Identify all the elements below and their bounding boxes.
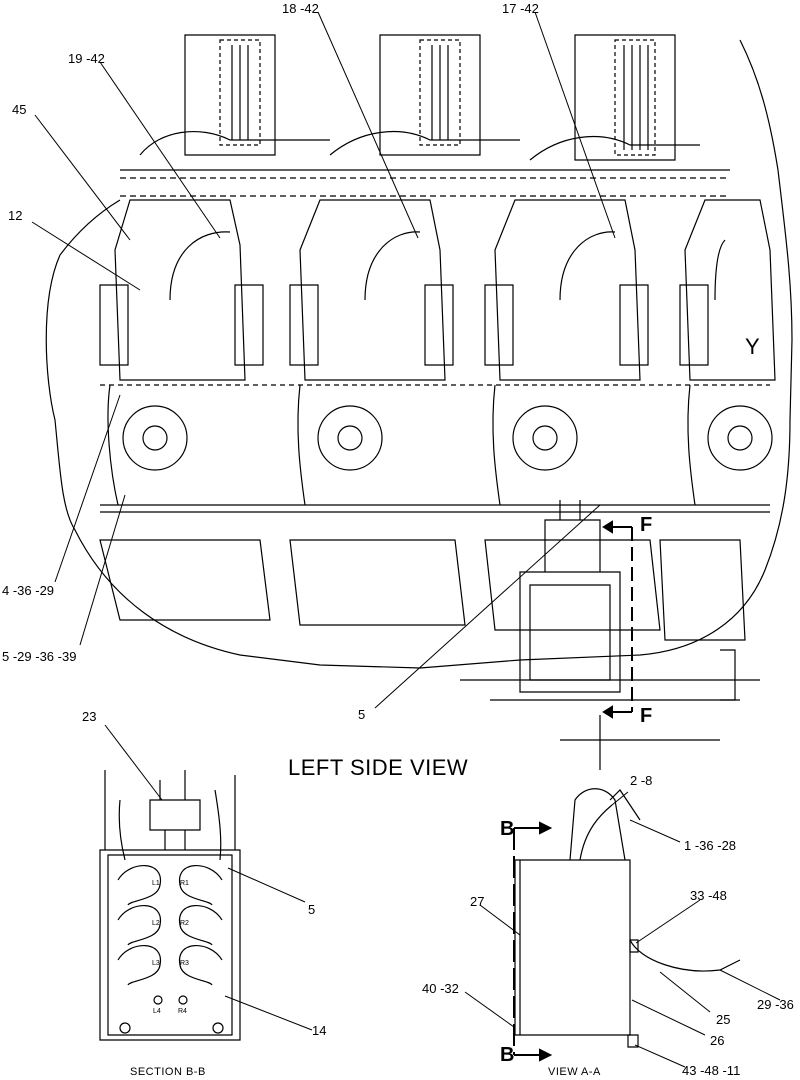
panel-mark-l3: L3 — [152, 960, 160, 967]
section-bb-drawing — [100, 770, 240, 1040]
section-b-top-letter: B — [500, 818, 515, 840]
section-bb-loops — [118, 866, 222, 985]
callout-29-36: 29 -36 — [757, 997, 794, 1012]
engine-outline — [46, 170, 792, 668]
callout-45: 45 — [12, 102, 27, 117]
callout-1-36-28: 1 -36 -28 — [684, 838, 737, 853]
round-covers — [123, 406, 772, 470]
section-f-bottom-letter: F — [640, 705, 653, 727]
panel-mark-r2: R2 — [180, 920, 189, 927]
panel-mark-r1: R1 — [180, 880, 189, 887]
section-bb-title: SECTION B-B — [130, 1066, 206, 1078]
view-y-letter: Y — [745, 334, 760, 359]
callout-27: 27 — [470, 894, 485, 909]
callout-2-8: 2 -8 — [630, 773, 653, 788]
callout-17-42: 17 -42 — [502, 1, 539, 16]
callout-5-main: 5 — [358, 707, 366, 722]
cylinder-heads — [115, 200, 775, 380]
view-aa-title: VIEW A-A — [548, 1066, 601, 1078]
callout-40-32: 40 -32 — [422, 981, 459, 996]
panel-mark-l4: L4 — [153, 1008, 161, 1015]
panel-mark-l1: L1 — [152, 880, 160, 887]
panel-mark-l2: L2 — [152, 920, 160, 927]
section-ff-line — [604, 522, 632, 717]
crankcase-doors — [100, 540, 745, 640]
callout-5-section: 5 — [308, 902, 316, 917]
callout-33-48: 33 -48 — [690, 888, 727, 903]
callout-23: 23 — [82, 709, 97, 724]
callout-5-29-36-39: 5 -29 -36 -39 — [2, 649, 77, 664]
engine-back-edge — [60, 40, 778, 255]
section-b-bottom-letter: B — [500, 1044, 515, 1066]
callout-43-48-11: 43 -48 -11 — [682, 1063, 741, 1078]
callout-25: 25 — [716, 1012, 731, 1027]
callout-14: 14 — [312, 1023, 327, 1038]
left-side-view-title: LEFT SIDE VIEW — [288, 755, 469, 780]
top-stack-1 — [140, 35, 330, 155]
callout-18-42: 18 -42 — [282, 1, 319, 16]
leader-lines — [32, 12, 780, 1067]
top-stack-3 — [530, 35, 700, 160]
callout-19-42: 19 -42 — [68, 51, 105, 66]
callout-26: 26 — [710, 1033, 725, 1048]
injector-bodies — [100, 285, 708, 365]
panel-mark-r4: R4 — [178, 1008, 187, 1015]
panel-mark-r3: R3 — [180, 960, 189, 967]
section-bb-line — [514, 823, 550, 1060]
callout-12: 12 — [8, 208, 23, 223]
section-f-top-letter: F — [640, 514, 653, 536]
top-stack-2 — [330, 35, 520, 155]
harness-loops — [108, 232, 725, 505]
callout-4-36-29: 4 -36 -29 — [2, 583, 55, 598]
